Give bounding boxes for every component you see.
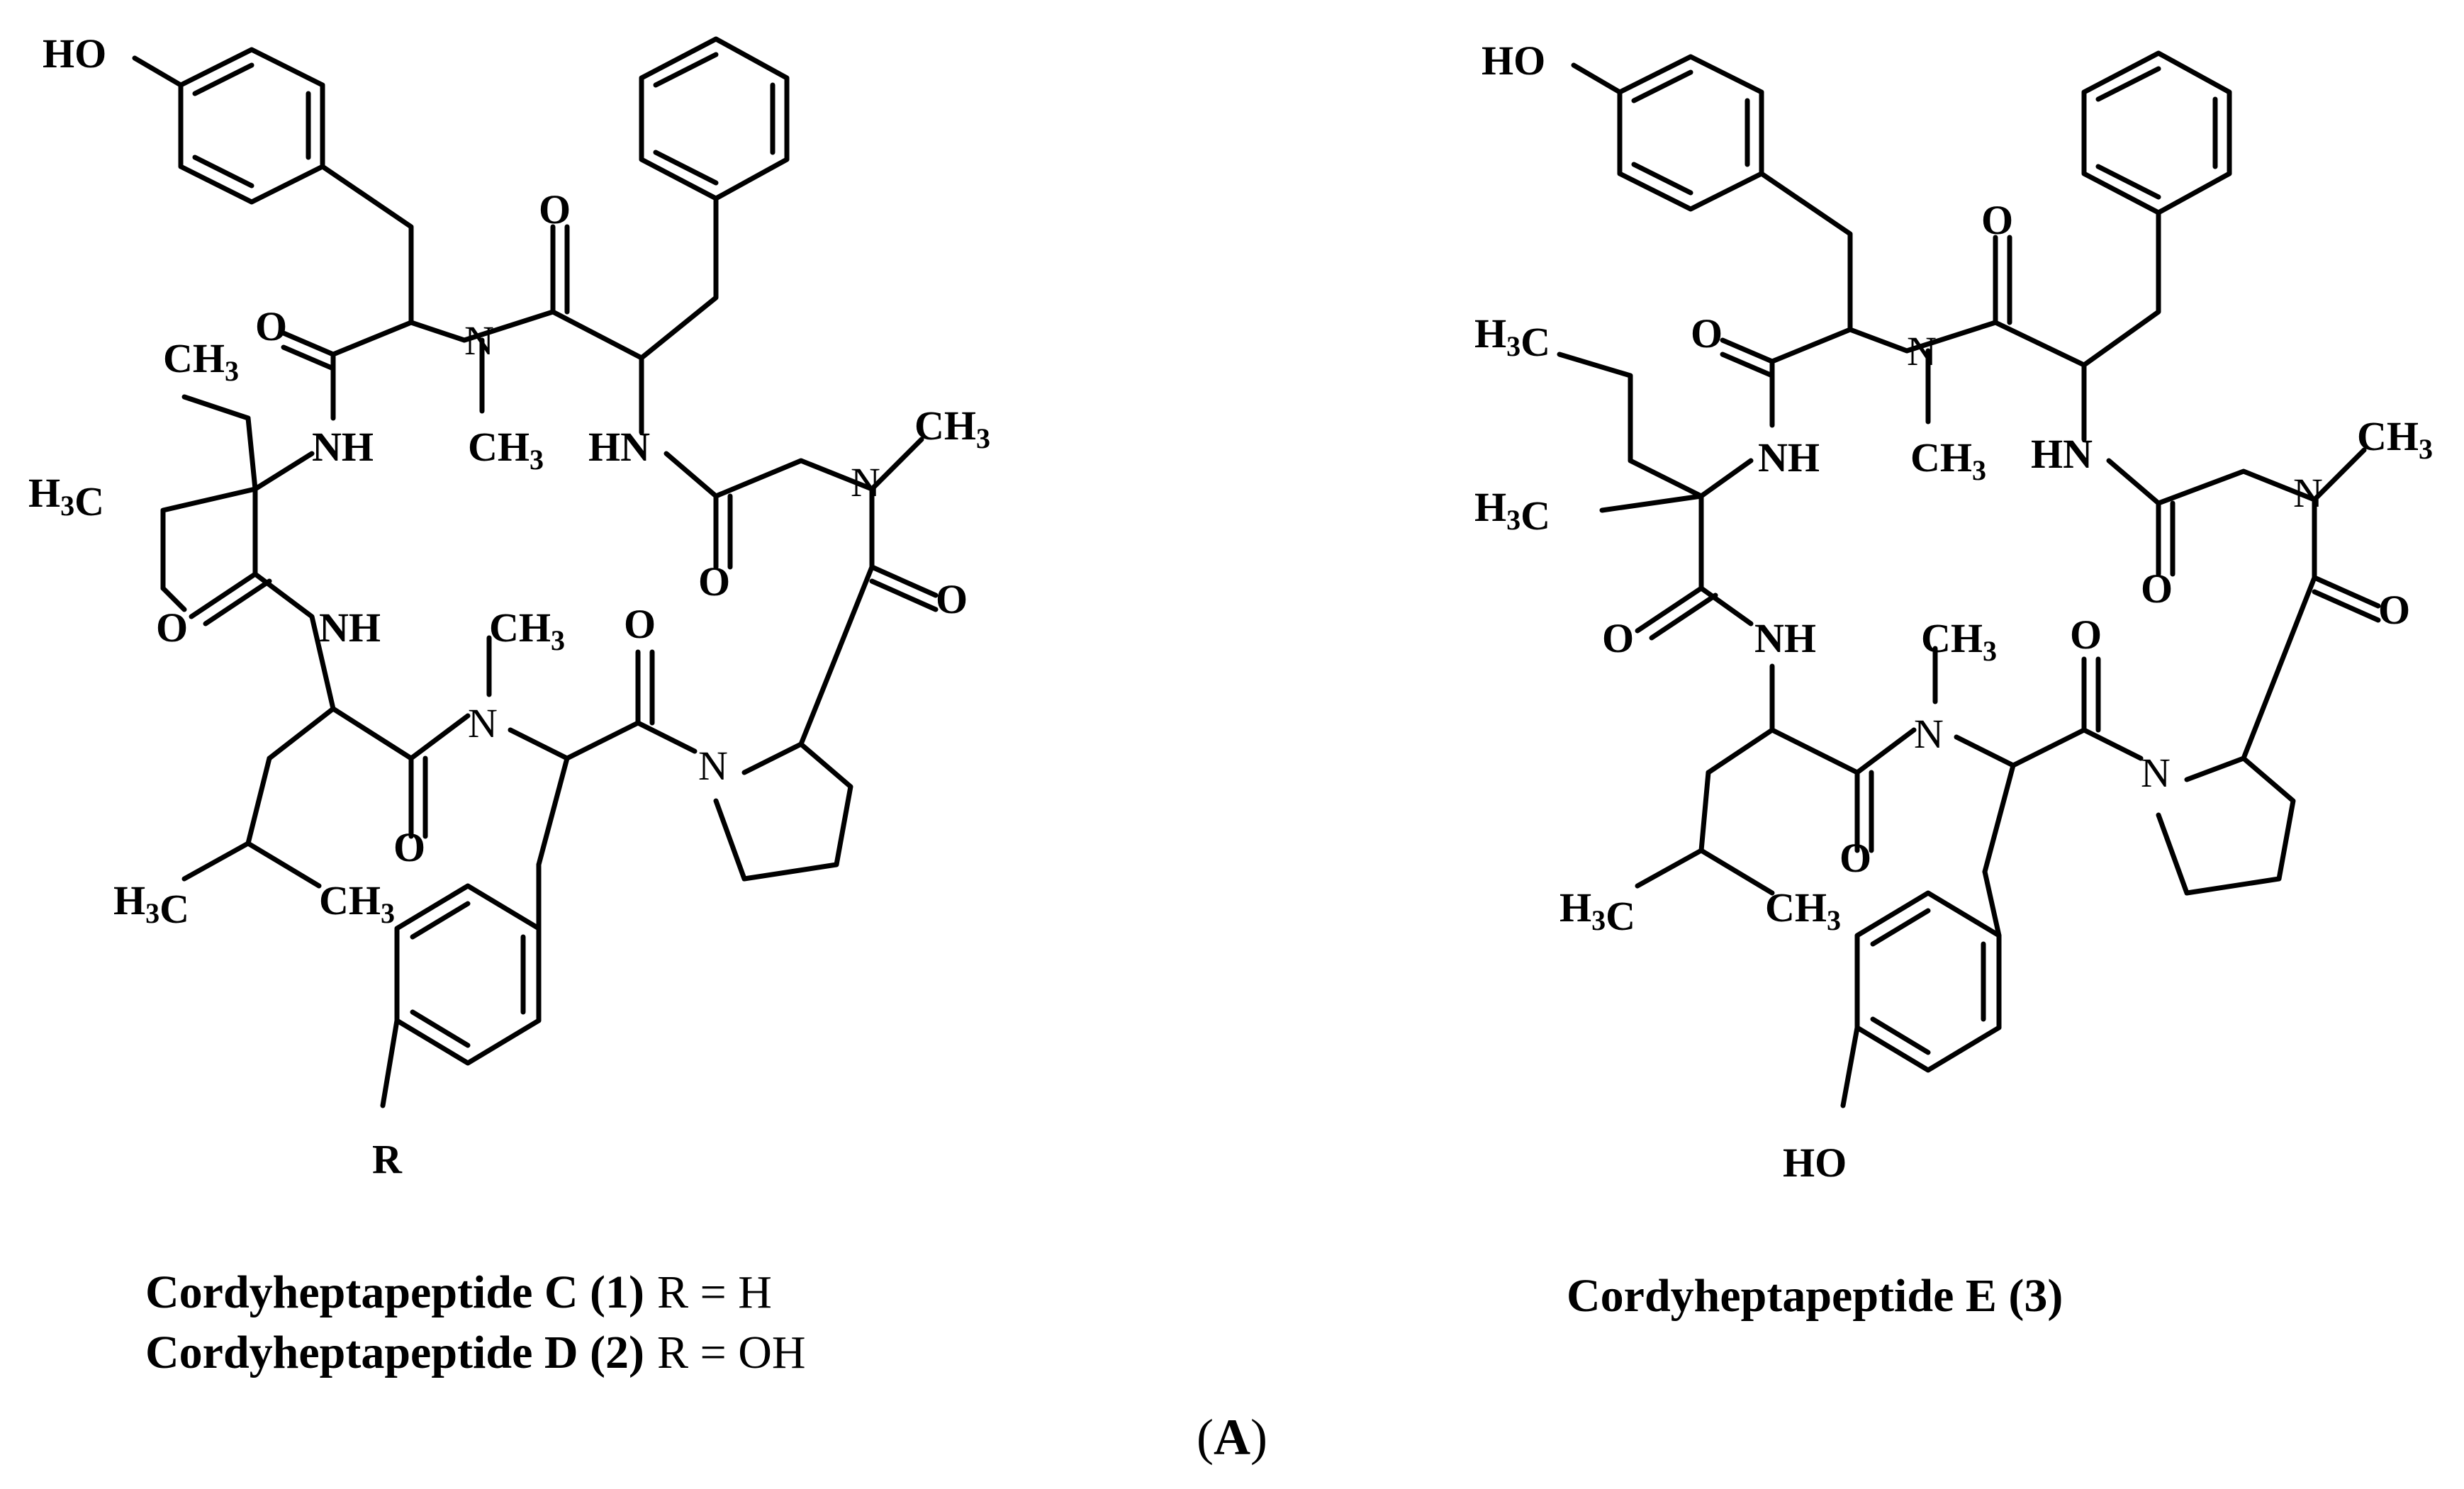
nitrogen-label: N xyxy=(851,459,880,505)
methyl-label: CH3 xyxy=(319,877,395,929)
oxygen-label: O xyxy=(1691,310,1723,356)
nitrogen-label: N xyxy=(698,743,728,789)
oxygen-label: O xyxy=(936,576,968,622)
caption-left: Cordyheptapeptide C (1)R = H Cordyheptap… xyxy=(145,1266,806,1378)
panel-label: A xyxy=(1214,1409,1250,1466)
oxygen-label: O xyxy=(1981,197,2013,243)
methyl-label: H3C xyxy=(1474,484,1550,539)
oxygen-label: O xyxy=(1602,615,1634,661)
methyl-label: H3C xyxy=(1474,310,1550,365)
svg-text:Cordyheptapeptide D (2)R = OH: Cordyheptapeptide D (2) R = OH xyxy=(145,1327,806,1378)
methyl-label: CH3 xyxy=(468,424,544,476)
methyl-label: CH3 xyxy=(1765,884,1841,936)
methyl-label: CH3 xyxy=(1921,615,1997,667)
amide-nh-label: NH xyxy=(1754,615,1816,661)
nitrogen-label: N xyxy=(1914,711,1944,757)
tyrosine-ring-1 xyxy=(178,47,325,205)
amide-hn-label: HN xyxy=(2031,431,2093,477)
oxygen-label: O xyxy=(156,605,188,651)
oxygen-label: O xyxy=(2141,566,2173,612)
methyl-label: H3C xyxy=(113,877,189,932)
r-group-label: R xyxy=(372,1136,403,1182)
amide-hn-label: HN xyxy=(588,424,650,470)
panel-label-group: (A) xyxy=(1197,1409,1267,1466)
caption-right: Cordyheptapeptide E (3) xyxy=(1567,1270,2063,1322)
methyl-label: CH3 xyxy=(163,335,239,387)
structure-cordyheptapeptide-c-d: HO xyxy=(28,30,990,1182)
methyl-label: CH3 xyxy=(489,605,565,656)
amide-nh-label: NH xyxy=(312,424,374,470)
svg-text:Cordyheptapeptide C (1)R = H: Cordyheptapeptide C (1)R = H xyxy=(145,1266,772,1318)
compound-name-1: Cordyheptapeptide C (1) xyxy=(145,1266,644,1318)
oxygen-label: O xyxy=(255,303,287,349)
methyl-label: CH3 xyxy=(2357,413,2433,465)
oxygen-label: O xyxy=(393,824,425,870)
compound-name-2: Cordyheptapeptide D (2) xyxy=(145,1327,644,1378)
oxygen-label: O xyxy=(539,186,571,232)
oxygen-label: O xyxy=(698,558,730,605)
hydroxyl-label: HO xyxy=(1783,1140,1847,1186)
svg-text:(A): (A) xyxy=(1197,1409,1267,1466)
phenyl-ring-1 xyxy=(639,36,790,201)
compound-substituent-2: R = OH xyxy=(657,1327,806,1378)
oxygen-label: O xyxy=(624,601,656,647)
amide-nh-label: NH xyxy=(1758,434,1820,481)
compound-name-3: Cordyheptapeptide E (3) xyxy=(1567,1270,2063,1322)
nitrogen-label: N xyxy=(468,700,498,746)
compound-substituent-1: R = H xyxy=(657,1266,772,1318)
hydroxyl-label-1: HO xyxy=(43,30,106,77)
structure-cordyheptapeptide-e: HO xyxy=(1474,38,2433,1186)
hydroxyl-label-3: HO xyxy=(1482,38,1545,84)
methyl-label: H3C xyxy=(1559,884,1635,939)
nitrogen-label: N xyxy=(464,318,494,364)
oxygen-label: O xyxy=(2070,612,2102,658)
methyl-label: CH3 xyxy=(1910,434,1986,486)
oxygen-label: O xyxy=(2378,587,2410,633)
amide-nh-label: NH xyxy=(319,605,381,651)
nitrogen-label: N xyxy=(2293,470,2323,516)
methyl-label: H3C xyxy=(28,470,104,524)
oxygen-label: O xyxy=(1839,835,1871,881)
methyl-label: CH3 xyxy=(914,403,990,454)
nitrogen-label: N xyxy=(2141,750,2171,796)
nitrogen-label: N xyxy=(1907,328,1937,374)
